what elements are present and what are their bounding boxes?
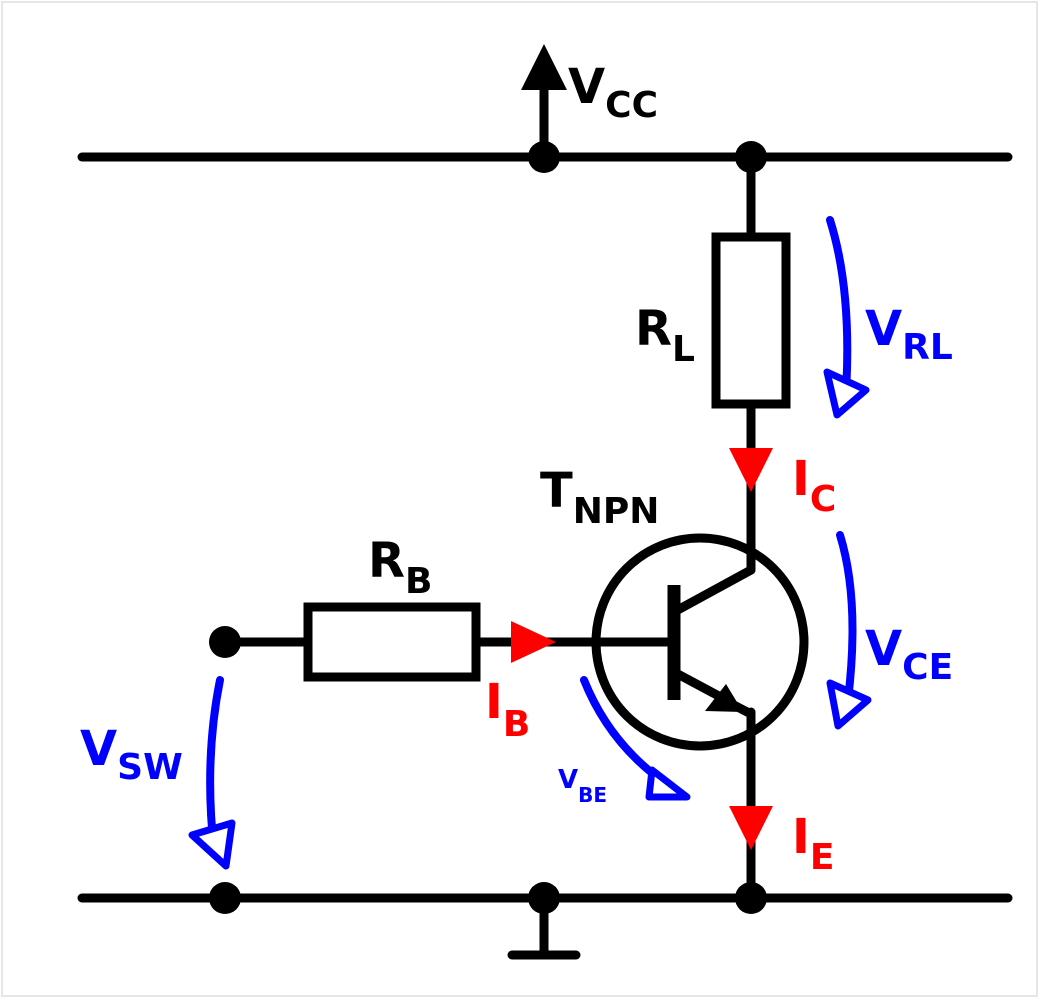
node-ground-symbol xyxy=(528,882,560,914)
label-tnpn: TNPN xyxy=(540,463,659,532)
node-emitter-ground xyxy=(735,882,767,914)
node-vcc-supply xyxy=(528,141,560,173)
voltage-arrow-vce xyxy=(826,531,872,730)
collector-lead xyxy=(669,565,756,617)
emitter-arrow xyxy=(705,684,743,712)
label-vbe: VBE xyxy=(558,765,607,807)
voltage-arrow-vsw xyxy=(188,676,236,870)
npn-transistor xyxy=(591,533,809,751)
voltage-arrow-vbe xyxy=(580,676,691,801)
current-arrow-ib xyxy=(511,621,556,663)
vcc-supply-arrow xyxy=(521,44,567,162)
label-vce: VCE xyxy=(865,621,953,688)
base-resistor-rb xyxy=(303,602,481,682)
node-input xyxy=(209,626,241,658)
label-vsw: VSW xyxy=(80,721,183,788)
current-arrow-ic xyxy=(729,448,773,492)
label-ic: IC xyxy=(792,451,836,520)
label-vrl: VRL xyxy=(865,301,953,368)
label-ib: IB xyxy=(485,674,530,745)
current-arrow-ie xyxy=(729,806,773,850)
label-vcc: VCC xyxy=(568,59,658,126)
label-ie: IE xyxy=(792,809,834,878)
voltage-arrow-vrl xyxy=(823,216,870,419)
label-rl: RL xyxy=(635,301,695,370)
node-collector-rail xyxy=(735,141,767,173)
load-resistor-rl xyxy=(711,232,791,409)
transistor-body xyxy=(591,533,809,751)
node-input-ground xyxy=(209,882,241,914)
label-rb: RB xyxy=(368,533,432,602)
